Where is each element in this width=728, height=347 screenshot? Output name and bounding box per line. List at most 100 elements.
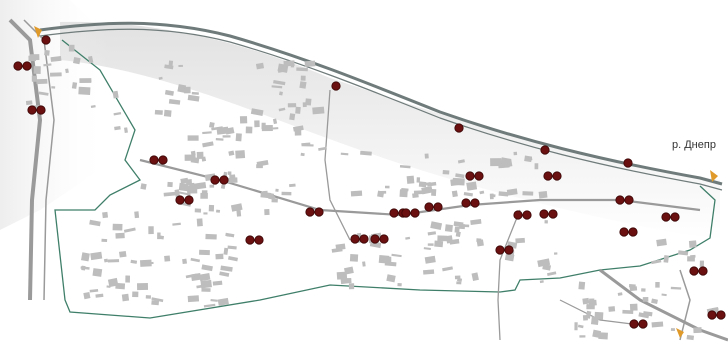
marker-dot[interactable] bbox=[461, 198, 471, 208]
building bbox=[678, 250, 689, 256]
marker-dot[interactable] bbox=[495, 245, 505, 255]
building bbox=[226, 234, 231, 237]
building bbox=[384, 185, 390, 189]
shore-shading bbox=[60, 21, 720, 241]
building bbox=[203, 303, 216, 308]
marker-dot[interactable] bbox=[158, 155, 168, 165]
marker-dot[interactable] bbox=[149, 155, 159, 165]
marker-dot[interactable] bbox=[539, 209, 549, 219]
building bbox=[211, 126, 223, 131]
building bbox=[123, 227, 136, 233]
marker-dot[interactable] bbox=[470, 198, 480, 208]
marker-dot[interactable] bbox=[623, 158, 633, 168]
marker-dot[interactable] bbox=[13, 61, 23, 71]
building bbox=[547, 271, 557, 276]
marker-dot[interactable] bbox=[245, 235, 255, 245]
marker-dot[interactable] bbox=[540, 145, 550, 155]
marker-dot[interactable] bbox=[707, 310, 717, 320]
marker-dot[interactable] bbox=[379, 234, 389, 244]
marker-dot[interactable] bbox=[638, 319, 648, 329]
marker-dot[interactable] bbox=[548, 209, 558, 219]
building bbox=[331, 247, 343, 253]
marker-dot[interactable] bbox=[219, 175, 229, 185]
building bbox=[399, 189, 408, 198]
marker-dot[interactable] bbox=[184, 195, 194, 205]
marker-dot[interactable] bbox=[401, 208, 411, 218]
marker-dot[interactable] bbox=[359, 234, 369, 244]
marker-dot[interactable] bbox=[628, 227, 638, 237]
building bbox=[228, 150, 235, 156]
building bbox=[449, 238, 460, 245]
marker-dot[interactable] bbox=[465, 171, 475, 181]
building bbox=[455, 173, 465, 179]
marker-dot[interactable] bbox=[619, 227, 629, 237]
marker-dot[interactable] bbox=[670, 212, 680, 222]
marker-dot[interactable] bbox=[410, 208, 420, 218]
marker-dot[interactable] bbox=[41, 35, 51, 45]
building bbox=[655, 282, 660, 288]
building bbox=[454, 226, 460, 233]
marker-dot[interactable] bbox=[474, 171, 484, 181]
building bbox=[65, 68, 69, 74]
building bbox=[164, 255, 171, 262]
marker-dot[interactable] bbox=[331, 81, 341, 91]
building bbox=[534, 163, 539, 170]
marker-dot[interactable] bbox=[254, 235, 264, 245]
building bbox=[148, 226, 154, 235]
marker-dot[interactable] bbox=[513, 210, 523, 220]
building bbox=[227, 256, 239, 262]
marker-dot[interactable] bbox=[389, 208, 399, 218]
marker-dot[interactable] bbox=[624, 195, 634, 205]
marker-dot[interactable] bbox=[424, 202, 434, 212]
building bbox=[405, 236, 411, 240]
building bbox=[296, 67, 308, 72]
building bbox=[25, 100, 33, 106]
building bbox=[525, 156, 533, 162]
building bbox=[586, 304, 595, 310]
building bbox=[130, 259, 138, 264]
building bbox=[187, 94, 200, 102]
building bbox=[413, 190, 425, 195]
marker-dot[interactable] bbox=[370, 234, 380, 244]
building bbox=[227, 171, 232, 175]
marker-dot[interactable] bbox=[454, 123, 464, 133]
building bbox=[670, 286, 682, 290]
marker-dot[interactable] bbox=[716, 310, 726, 320]
building bbox=[641, 288, 646, 292]
marker-dot[interactable] bbox=[504, 245, 514, 255]
building bbox=[299, 81, 307, 89]
building bbox=[208, 204, 215, 212]
marker-dot[interactable] bbox=[698, 266, 708, 276]
marker-dot[interactable] bbox=[350, 234, 360, 244]
building bbox=[690, 254, 696, 258]
marker-dot[interactable] bbox=[175, 195, 185, 205]
marker-dot[interactable] bbox=[305, 207, 315, 217]
marker-dot[interactable] bbox=[314, 207, 324, 217]
building bbox=[159, 235, 165, 240]
marker-dot[interactable] bbox=[629, 319, 639, 329]
building bbox=[187, 135, 199, 141]
building bbox=[196, 151, 204, 159]
building bbox=[168, 60, 174, 66]
building bbox=[592, 329, 602, 338]
marker-dot[interactable] bbox=[36, 105, 46, 115]
district-boundary bbox=[54, 39, 716, 319]
building bbox=[360, 150, 372, 156]
marker-dot[interactable] bbox=[615, 195, 625, 205]
building bbox=[304, 60, 316, 67]
marker-dot[interactable] bbox=[661, 212, 671, 222]
marker-dot[interactable] bbox=[689, 266, 699, 276]
marker-dot[interactable] bbox=[543, 171, 553, 181]
marker-dot[interactable] bbox=[522, 210, 532, 220]
building bbox=[189, 184, 195, 191]
building bbox=[264, 209, 270, 216]
building bbox=[177, 84, 187, 93]
marker-dot[interactable] bbox=[210, 175, 220, 185]
marker-dot[interactable] bbox=[22, 61, 32, 71]
marker-dot[interactable] bbox=[27, 105, 37, 115]
building bbox=[577, 324, 584, 329]
marker-dot[interactable] bbox=[552, 171, 562, 181]
marker-dot[interactable] bbox=[433, 202, 443, 212]
